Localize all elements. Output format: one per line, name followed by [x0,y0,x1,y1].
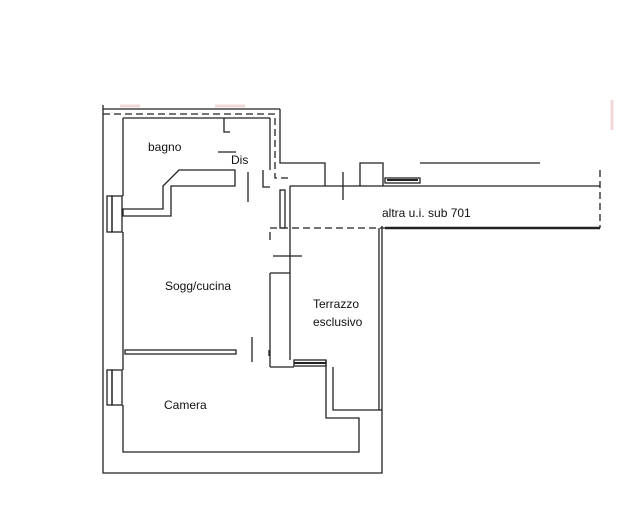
room-label-terrazzo: Terrazzo [313,297,360,311]
windows [106,177,421,406]
room-label-altra: altra u.i. sub 701 [382,206,471,220]
room-label-camera: Camera [164,398,207,412]
room-label-soggiorno: Sogg/cucina [165,279,232,293]
outer-walls [102,105,600,474]
partitions [122,118,270,362]
faint-marks [120,100,614,130]
room-label-esclusivo: esclusivo [313,315,363,329]
boundary-dashed [103,113,601,229]
room-label-dis: Dis [231,153,249,167]
room-label-bagno: bagno [148,140,182,154]
